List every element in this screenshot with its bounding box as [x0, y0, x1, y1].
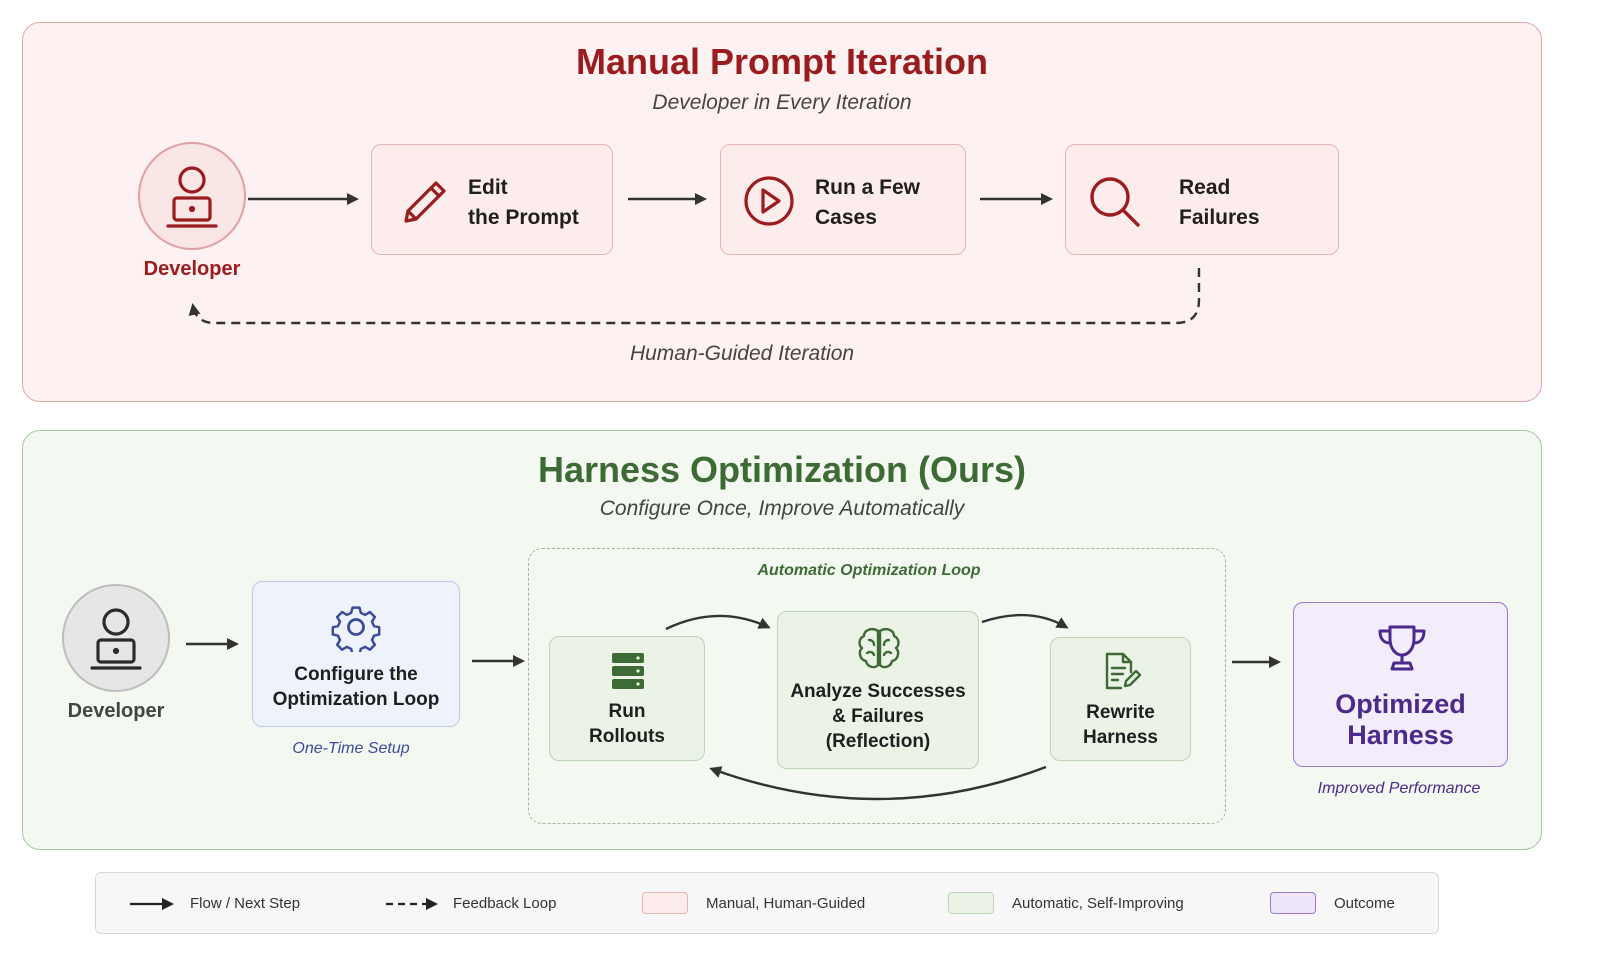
arrow-analyze-to-rewrite	[981, 613, 1069, 629]
run-rollouts-box: Run Rollouts	[549, 636, 705, 761]
magnifier-icon	[1090, 177, 1140, 227]
document-edit-icon	[1105, 652, 1142, 690]
legend-manual-label: Manual, Human-Guided	[706, 895, 866, 912]
run-cases-box: Run a Few Cases	[720, 144, 966, 255]
rewrite-harness-box: Rewrite Harness	[1050, 637, 1191, 761]
analyze-label: Analyze Successes & Failures (Reflection…	[790, 681, 966, 752]
arrow-rollouts-to-analyze	[665, 614, 771, 631]
brain-icon	[858, 628, 900, 669]
legend-flow-arrow	[130, 898, 174, 910]
optimized-harness-box: Optimized Harness	[1293, 602, 1508, 767]
edit-prompt-box: Edit the Prompt	[371, 144, 613, 255]
automatic-loop-container	[528, 548, 1226, 824]
run-cases-label: Run a Few Cases	[815, 176, 921, 229]
developer-laptop-icon	[90, 608, 142, 670]
manual-subtitle: Developer in Every Iteration	[652, 91, 912, 114]
legend-feedback-arrow	[386, 898, 438, 910]
automatic-loop-title: Automatic Optimization Loop	[757, 562, 981, 579]
legend-flow-label: Flow / Next Step	[190, 895, 301, 912]
legend-manual-swatch	[642, 892, 688, 914]
manual-title: Manual Prompt Iteration	[575, 41, 989, 82]
optimized-harness-label: Optimized Harness	[1335, 689, 1466, 750]
read-failures-box: Read Failures	[1065, 144, 1339, 255]
read-failures-label: Read Failures	[1179, 176, 1260, 229]
legend-automatic-label: Automatic, Self-Improving	[1012, 895, 1184, 912]
trophy-icon	[1378, 625, 1426, 671]
pencil-icon	[404, 181, 446, 223]
configure-loop-label: Configure the Optimization Loop	[272, 664, 440, 710]
auto-title: Harness Optimization (Ours)	[537, 449, 1027, 490]
auto-subtitle: Configure Once, Improve Automatically	[599, 497, 965, 520]
configure-loop-box: Configure the Optimization Loop	[252, 581, 460, 727]
feedback-loop-arrow	[188, 268, 1201, 325]
manual-developer-circle	[138, 142, 246, 250]
play-circle-icon	[744, 176, 794, 226]
edit-prompt-label: Edit the Prompt	[468, 176, 579, 229]
server-stack-icon	[612, 653, 644, 689]
legend: Flow / Next Step Feedback Loop Manual, H…	[95, 872, 1439, 934]
legend-outcome-swatch	[1270, 892, 1316, 914]
developer-laptop-icon	[166, 166, 218, 228]
run-rollouts-label: Run Rollouts	[589, 701, 665, 747]
manual-developer-label: Developer	[143, 258, 241, 280]
auto-developer-label: Developer	[67, 700, 165, 722]
human-guided-label: Human-Guided Iteration	[629, 342, 855, 365]
legend-automatic-swatch	[948, 892, 994, 914]
gear-icon	[331, 606, 381, 652]
rewrite-harness-label: Rewrite Harness	[1083, 702, 1158, 748]
one-time-setup-label: One-Time Setup	[292, 740, 410, 757]
auto-developer-circle	[62, 584, 170, 692]
legend-outcome-label: Outcome	[1334, 895, 1395, 912]
improved-performance-label: Improved Performance	[1317, 780, 1481, 797]
analyze-box: Analyze Successes & Failures (Reflection…	[777, 611, 979, 769]
legend-feedback-label: Feedback Loop	[453, 895, 557, 912]
arrow-rewrite-to-rollouts	[709, 765, 1047, 801]
